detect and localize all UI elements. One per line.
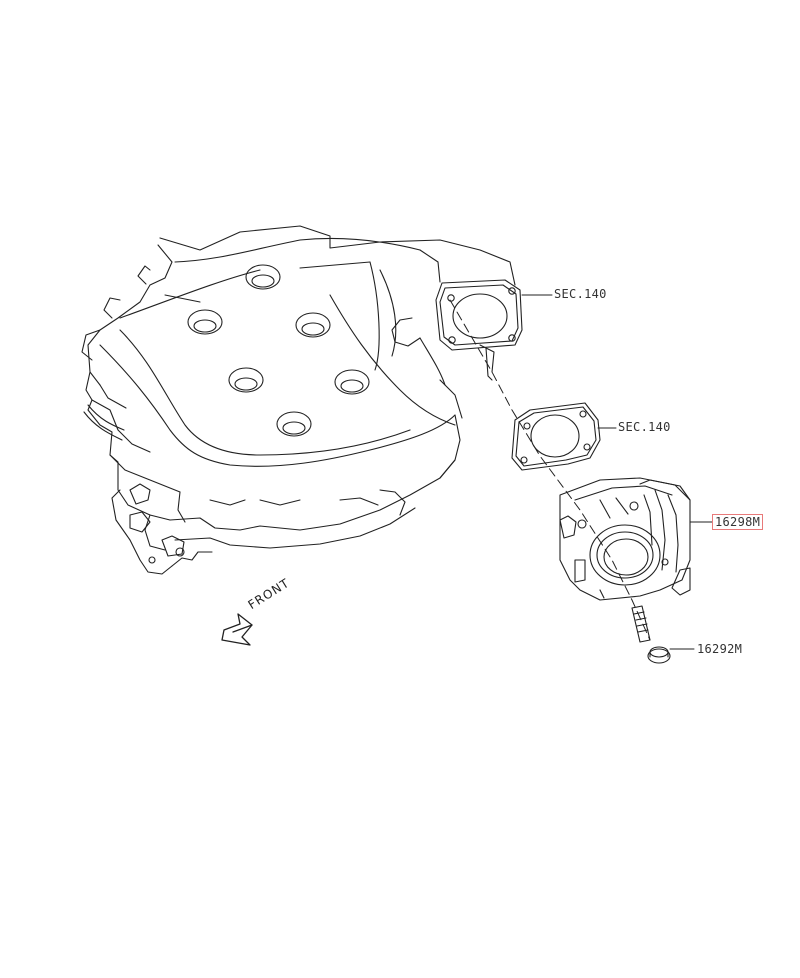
- callout-16292m[interactable]: 16292M: [697, 642, 743, 656]
- throttle-gasket: [511, 402, 601, 471]
- callout-sec140-upper[interactable]: SEC.140: [554, 287, 607, 301]
- callout-16298m[interactable]: 16298M: [712, 514, 764, 530]
- throttle-body: [559, 477, 691, 601]
- bolt-16292m: [631, 605, 671, 664]
- callout-sec140-lower[interactable]: SEC.140: [618, 420, 671, 434]
- intake-manifold: [81, 225, 516, 575]
- manifold-flange-gasket: [435, 279, 523, 381]
- front-arrow-icon: [221, 613, 253, 646]
- runner-ports: [187, 264, 370, 437]
- assembly-axis-line: [449, 299, 651, 641]
